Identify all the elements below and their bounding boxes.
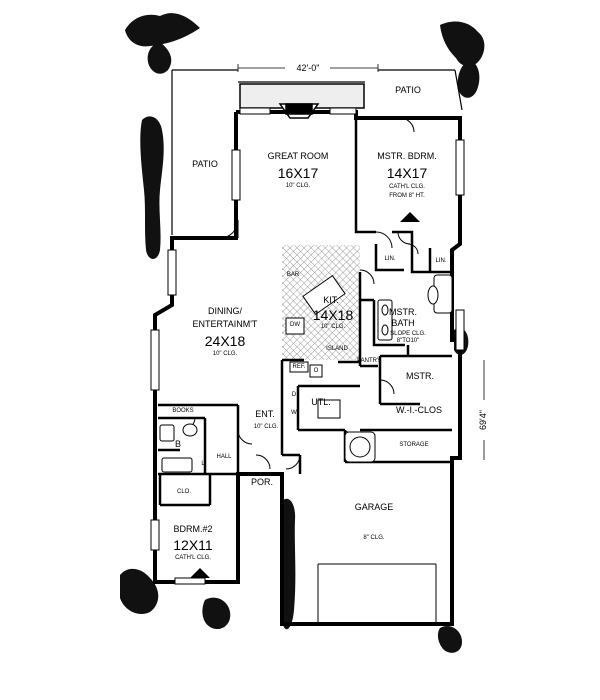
linen-closet-2: LIN. (435, 258, 447, 264)
patio-right-label: PATIO (395, 85, 421, 95)
master-bedroom-ceiling2: FROM 8" HT. (389, 193, 425, 199)
dryer-label: D (291, 392, 297, 398)
master-closet-label1: MSTR. (406, 371, 434, 381)
entry-ceiling: 10" CLG. (253, 424, 279, 430)
utility-label: UTL. (311, 397, 331, 407)
garage-label: GARAGE (354, 502, 394, 512)
master-bedroom-ceiling1: CATH'L CLG. (389, 184, 425, 190)
kitchen-island-label: ISLAND (326, 346, 348, 352)
refrigerator-label: REF. (292, 364, 306, 370)
fireplace (239, 83, 365, 119)
kitchen-size: 14X18 (312, 307, 354, 323)
closet-label: CLO. (176, 489, 191, 495)
hall-label: HALL (216, 454, 232, 460)
bedroom2-size: 12X11 (173, 537, 213, 553)
dining-label-line2: ENTERTAINM'T (192, 319, 258, 329)
master-bedroom-size: 14X17 (386, 165, 428, 181)
overall-width-dimension: 42'-0" (296, 63, 320, 73)
bedroom2-label: BDRM.#2 (173, 524, 213, 534)
linen-small-label: L (201, 461, 205, 467)
master-bedroom-label: MSTR. BDRM. (377, 151, 437, 161)
great-room-ceiling: 10" CLG. (285, 183, 311, 189)
master-bath-ceiling1: SLOPE CLG. (390, 331, 426, 337)
linen-closet-1: LIN. (384, 256, 396, 262)
dining-size: 24X18 (204, 333, 246, 349)
pantry-label: PANTRY (357, 358, 381, 364)
master-bath-ceiling2: 8"TO10" (396, 338, 420, 344)
kitchen-label: KIT. (323, 295, 339, 305)
oven-label: O (313, 368, 319, 374)
master-bath-label2: BATH (391, 318, 415, 328)
windows (150, 107, 465, 585)
dining-label-line1: DINING/ (207, 306, 242, 316)
bedroom2-ceiling: CATH'L CLG. (175, 555, 211, 561)
dishwasher-label: DW (290, 322, 300, 328)
entry-label: ENT. (255, 409, 275, 419)
dimension-lines (237, 64, 485, 460)
dining-ceiling: 10" CLG. (212, 351, 238, 357)
fixtures (159, 274, 453, 473)
kitchen-bar-label: BAR (286, 272, 300, 278)
porch-label: POR. (250, 477, 273, 487)
landscaping (120, 13, 485, 653)
washer-label: W (291, 410, 297, 416)
great-room-size: 16X17 (277, 165, 319, 181)
slope-arrows (190, 212, 420, 578)
master-bath-label1: MSTR. (389, 307, 417, 317)
books-label: BOOKS (172, 408, 194, 414)
kitchen-ceiling: 10" CLG. (320, 324, 346, 330)
master-closet-label2: W.-I.-CLOS (395, 405, 442, 415)
patio-left-label: PATIO (192, 159, 218, 169)
storage-label: STORAGE (399, 442, 429, 448)
garage-door (317, 563, 437, 622)
great-room-label: GREAT ROOM (267, 151, 329, 161)
site-lines (171, 69, 463, 235)
bath2-label: B (174, 439, 181, 449)
garage-ceiling: 8" CLG. (363, 535, 385, 541)
overall-depth-dimension: 69'4" (478, 410, 488, 430)
